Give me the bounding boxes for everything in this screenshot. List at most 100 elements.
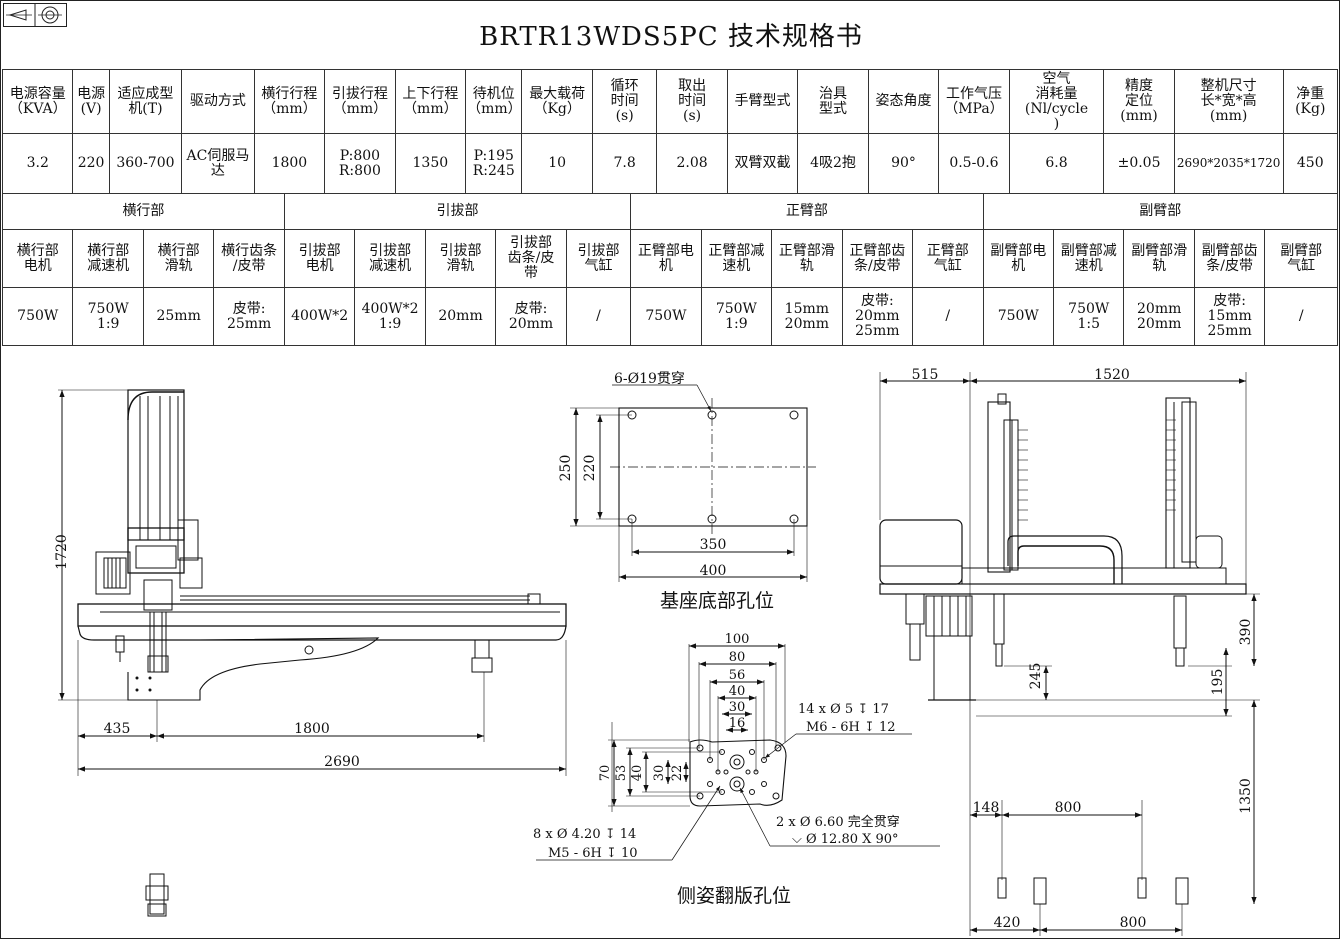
spec-value-cell-line: 10 [548, 155, 567, 171]
dim-front-245: 245 [1028, 663, 1044, 690]
spec-header-cell: 适应成型机(T) [108, 69, 183, 134]
spec-value-cell-line: 7.8 [613, 155, 636, 171]
component-header-cell: 引拔部气缸 [565, 229, 632, 288]
dim-front-1520: 1520 [1094, 367, 1130, 383]
dim-front-800a: 800 [1055, 800, 1082, 816]
component-header-cell: 引拔部电机 [283, 229, 356, 288]
component-header-cell-line: 副臂部减 [1060, 242, 1117, 259]
spec-header-cell-line: 循环 [610, 78, 639, 94]
component-header-cell: 引拔部滑轨 [424, 229, 497, 288]
spec-value-cell: 1350 [394, 133, 467, 194]
spec-header-cell-line: 横行行程 [261, 85, 318, 102]
component-header-cell-line: 副臂部齿 [1201, 242, 1258, 259]
spec-header-cell-line: (V) [80, 100, 102, 117]
dim-side-height: 1720 [54, 534, 70, 570]
component-value-cell-line: 400W*2 [361, 300, 419, 317]
component-header-cell-line: 电机 [305, 257, 334, 274]
component-value-cell-line: 750W [997, 308, 1039, 324]
plate-note-a1: 14 x Ø 5 ↧ 17 [798, 702, 889, 717]
spec-header-cell-line: （mm） [403, 100, 458, 117]
component-header-cell-line: 横行齿条 [221, 242, 278, 259]
spec-header-cell-line: （mm） [467, 100, 522, 117]
spec-header-cell-line: 电源 [77, 85, 106, 102]
spec-header-cell: 待机位（mm） [465, 69, 523, 134]
spec-header-cell: 最大载荷（Kg） [521, 69, 593, 134]
component-header-cell-line: 减速机 [87, 257, 130, 274]
spec-header-cell-line: 工作气压 [945, 85, 1002, 102]
spec-header-cell-line: (s) [615, 108, 634, 124]
dim-plate-w-100: 100 [725, 632, 750, 647]
plate-note-b2: ⌵ Ø 12.80 X 90° [792, 832, 899, 847]
component-value-cell-line: 25mm [1207, 323, 1252, 339]
spec-value-cell: ±0.05 [1103, 133, 1175, 194]
component-header-cell: 副臂部减速机 [1052, 229, 1125, 288]
spec-header-cell-line: (s) [683, 108, 702, 124]
component-header-cell: 副臂部气缸 [1264, 229, 1338, 288]
spec-value-cell-line: 4吸2抱 [810, 155, 856, 171]
dim-plate-h-40: 40 [630, 765, 645, 782]
spec-header-cell-line: 适应成型 [117, 85, 174, 102]
front-view-drawing [879, 372, 1260, 936]
spec-header-cell-line: 引拔行程 [331, 85, 388, 102]
component-header-cell-line: 副臂部滑 [1131, 242, 1188, 259]
component-table: 横行部引拔部正臂部副臂部 横行部电机横行部减速机横行部滑轨横行齿条/皮带引拔部电… [1, 193, 1339, 346]
component-header-cell-line: 滑轨 [164, 257, 193, 274]
component-value-cell-line: 20mm [855, 308, 900, 324]
spec-header-cell: 净重(Kg) [1282, 69, 1338, 134]
component-header-cell: 正臂部齿条/皮带 [841, 229, 914, 288]
spec-value-cell-line: P:800 [339, 147, 381, 164]
side-view-drawing [58, 389, 567, 917]
dim-plate-h-30: 30 [652, 765, 667, 782]
component-header-cell-line: 气缸 [584, 257, 613, 274]
dim-plate-w-16: 16 [729, 716, 746, 731]
component-value-cell-line: 400W*2 [291, 308, 349, 324]
spec-value-cell-line: 1350 [412, 155, 449, 171]
plate-note-c2: M5 - 6H ↧ 10 [548, 846, 638, 861]
component-group-header: 引拔部 [283, 193, 632, 230]
component-header-cell: 横行部减速机 [72, 229, 144, 288]
spec-header-cell: 上下行程（mm） [394, 69, 467, 134]
component-header-cell: 副臂部电机 [982, 229, 1054, 288]
spec-value-cell: 220 [72, 133, 110, 194]
component-value-cell-line: 20mm [508, 315, 554, 332]
component-header-cell-line: 滑轨 [446, 257, 475, 274]
spec-header-cell: 引拔行程（mm） [324, 69, 396, 134]
projection-symbol-icon [3, 3, 67, 27]
spec-header-cell-line: (mm) [1120, 108, 1158, 124]
spec-header-cell-line: 姿态角度 [875, 93, 932, 109]
dim-side-stroke: 1800 [294, 721, 330, 737]
component-value-cell: 750W [1, 287, 74, 346]
technical-drawings: 1720 435 1800 2690 6-Ø19贯穿 250 220 350 4… [0, 345, 1342, 945]
spec-header-cell: 手臂型式 [726, 69, 799, 134]
component-header-cell: 副臂部滑轨 [1123, 229, 1195, 288]
spec-value-cell-line: R:245 [472, 162, 515, 179]
spec-header-cell: 电源(V) [72, 69, 110, 134]
component-value-cell-line: 皮带: [860, 293, 894, 309]
spec-value-cell-line: P:195 [473, 147, 514, 164]
component-value-cell-line: 25mm [855, 323, 900, 339]
spec-value-cell-line: 2.08 [676, 155, 708, 171]
spec-value-cell: 360-700 [108, 133, 183, 194]
spec-header-cell: 治具型式 [797, 69, 869, 134]
spec-header-cell-line: 长*宽*高 [1200, 93, 1257, 109]
component-header-cell-line: 电机 [23, 257, 52, 274]
component-header-cell-line: 条/皮带 [853, 257, 901, 274]
component-header-cell: 正臂部气缸 [912, 229, 984, 288]
component-group-header: 横行部 [2, 193, 285, 230]
base-holes-caption: 基座底部孔位 [660, 590, 774, 612]
component-header-cell-line: 正臂部滑 [778, 242, 835, 259]
spec-header-cell-line: 机(T) [128, 100, 163, 117]
spec-value-cell: 450 [1282, 133, 1338, 194]
dim-side-total: 2690 [324, 754, 360, 770]
component-header-cell: 横行部电机 [1, 229, 74, 288]
dim-plate-h-53: 53 [614, 765, 629, 782]
spec-value-cell: 3.2 [1, 133, 74, 194]
component-value-cell: 750W [630, 287, 702, 346]
spec-value-cell-line: R:800 [338, 162, 381, 179]
component-header-cell-line: 轨 [1152, 257, 1167, 274]
component-value-cell: 20mm [424, 287, 497, 346]
spec-value-cell: 10 [521, 133, 593, 194]
component-header-cell-line: 正臂部 [926, 242, 969, 259]
spec-header-cell-line: 消耗量 [1035, 85, 1078, 102]
